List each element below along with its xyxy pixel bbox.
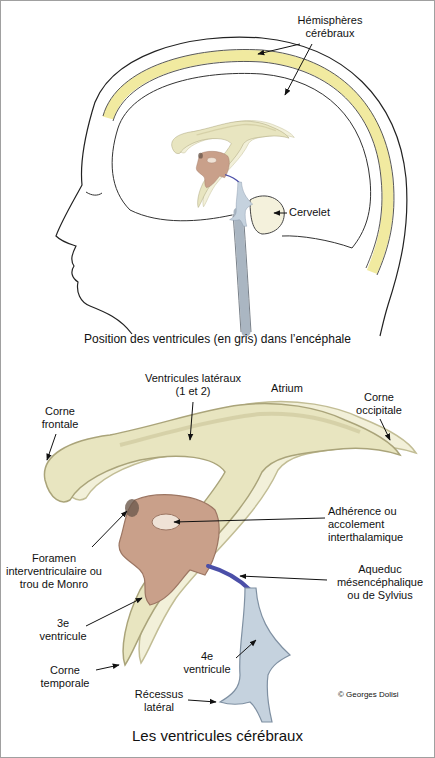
leader-line	[96, 665, 119, 670]
skull-band	[108, 55, 388, 272]
part-label: Aqueduc mésencéphalique ou de Sylvius	[330, 563, 430, 602]
watermark: © Georges Dolisi	[338, 690, 428, 699]
face-profile	[56, 112, 132, 334]
leader-line	[174, 518, 325, 522]
skin-outline	[92, 37, 407, 336]
leader-line	[240, 576, 327, 580]
leader-line	[190, 402, 193, 440]
part-label: Corne occipitale	[348, 391, 410, 417]
ventricles	[44, 401, 416, 722]
small-ventricles	[172, 120, 295, 226]
leader-line	[86, 598, 142, 626]
part-label: 3e ventricule	[34, 617, 92, 643]
part-label: Cervelet	[289, 206, 349, 219]
leader-line	[258, 44, 300, 54]
caption: Les ventricules cérébraux	[10, 727, 425, 745]
part-label: Ventricules latéraux (1 et 2)	[145, 372, 241, 398]
part-label: Foramen interventriculaire ou trou de Mo…	[4, 552, 104, 591]
leader-line	[236, 640, 256, 658]
part-label: Adhérence ou accolement interthalamique	[328, 505, 428, 544]
leader-line	[274, 213, 287, 214]
part-label: Corne temporale	[34, 664, 96, 690]
brainstem-edge	[233, 210, 251, 332]
part-label: Corne frontale	[32, 405, 88, 431]
eye	[86, 192, 102, 195]
brain-outline	[112, 73, 371, 248]
leader-line	[92, 511, 127, 547]
leader-line	[47, 434, 56, 460]
part-label: Récessus latéral	[128, 688, 190, 714]
leader-line	[285, 44, 312, 95]
part-label: 4e ventricule	[178, 650, 236, 676]
leader-line	[380, 419, 390, 440]
skull-outer	[103, 50, 394, 275]
cerebellum	[250, 196, 284, 234]
part-label: Atrium	[262, 382, 312, 395]
leader-line	[188, 700, 216, 702]
figure-caption: Position des ventricules (en gris) dans …	[10, 332, 425, 346]
skull-inner	[113, 61, 382, 268]
part-label: Hémisphères cérébraux	[290, 14, 370, 40]
